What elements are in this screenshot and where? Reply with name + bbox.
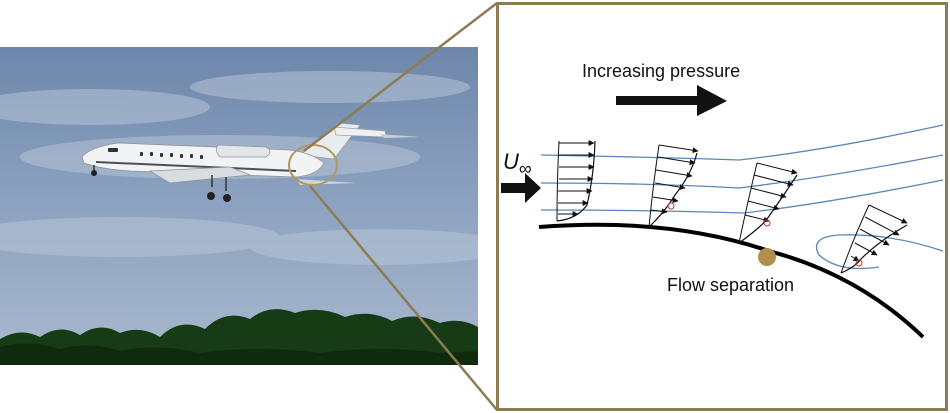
pressure-arrow-icon (616, 85, 727, 116)
freestream-arrow-icon (501, 173, 541, 203)
separation-point-icon (758, 248, 776, 266)
zoom-line-bottom (309, 185, 498, 411)
tree-line (0, 309, 478, 365)
freestream-velocity-label: U∞ (503, 149, 532, 179)
freestream-symbol: U (503, 149, 519, 174)
boundary-layer-diagram-panel: Increasing pressure Flow separation U∞ (496, 2, 948, 411)
increasing-pressure-label: Increasing pressure (582, 61, 741, 81)
velocity-profile-3 (738, 162, 798, 244)
reverse-flow-marker-2 (763, 219, 771, 227)
velocity-profile-4 (840, 204, 908, 274)
velocity-profile-2 (648, 144, 699, 228)
reverse-flow-marker-1 (667, 202, 675, 210)
streamlines (540, 124, 944, 270)
zoom-line-top (303, 2, 498, 152)
velocity-profile-1 (556, 140, 596, 222)
aircraft-photo (0, 47, 478, 365)
freestream-subscript: ∞ (518, 158, 532, 179)
flow-separation-label: Flow separation (667, 275, 795, 295)
boundary-layer-diagram (501, 85, 944, 339)
reverse-flow-marker-3 (855, 259, 863, 267)
